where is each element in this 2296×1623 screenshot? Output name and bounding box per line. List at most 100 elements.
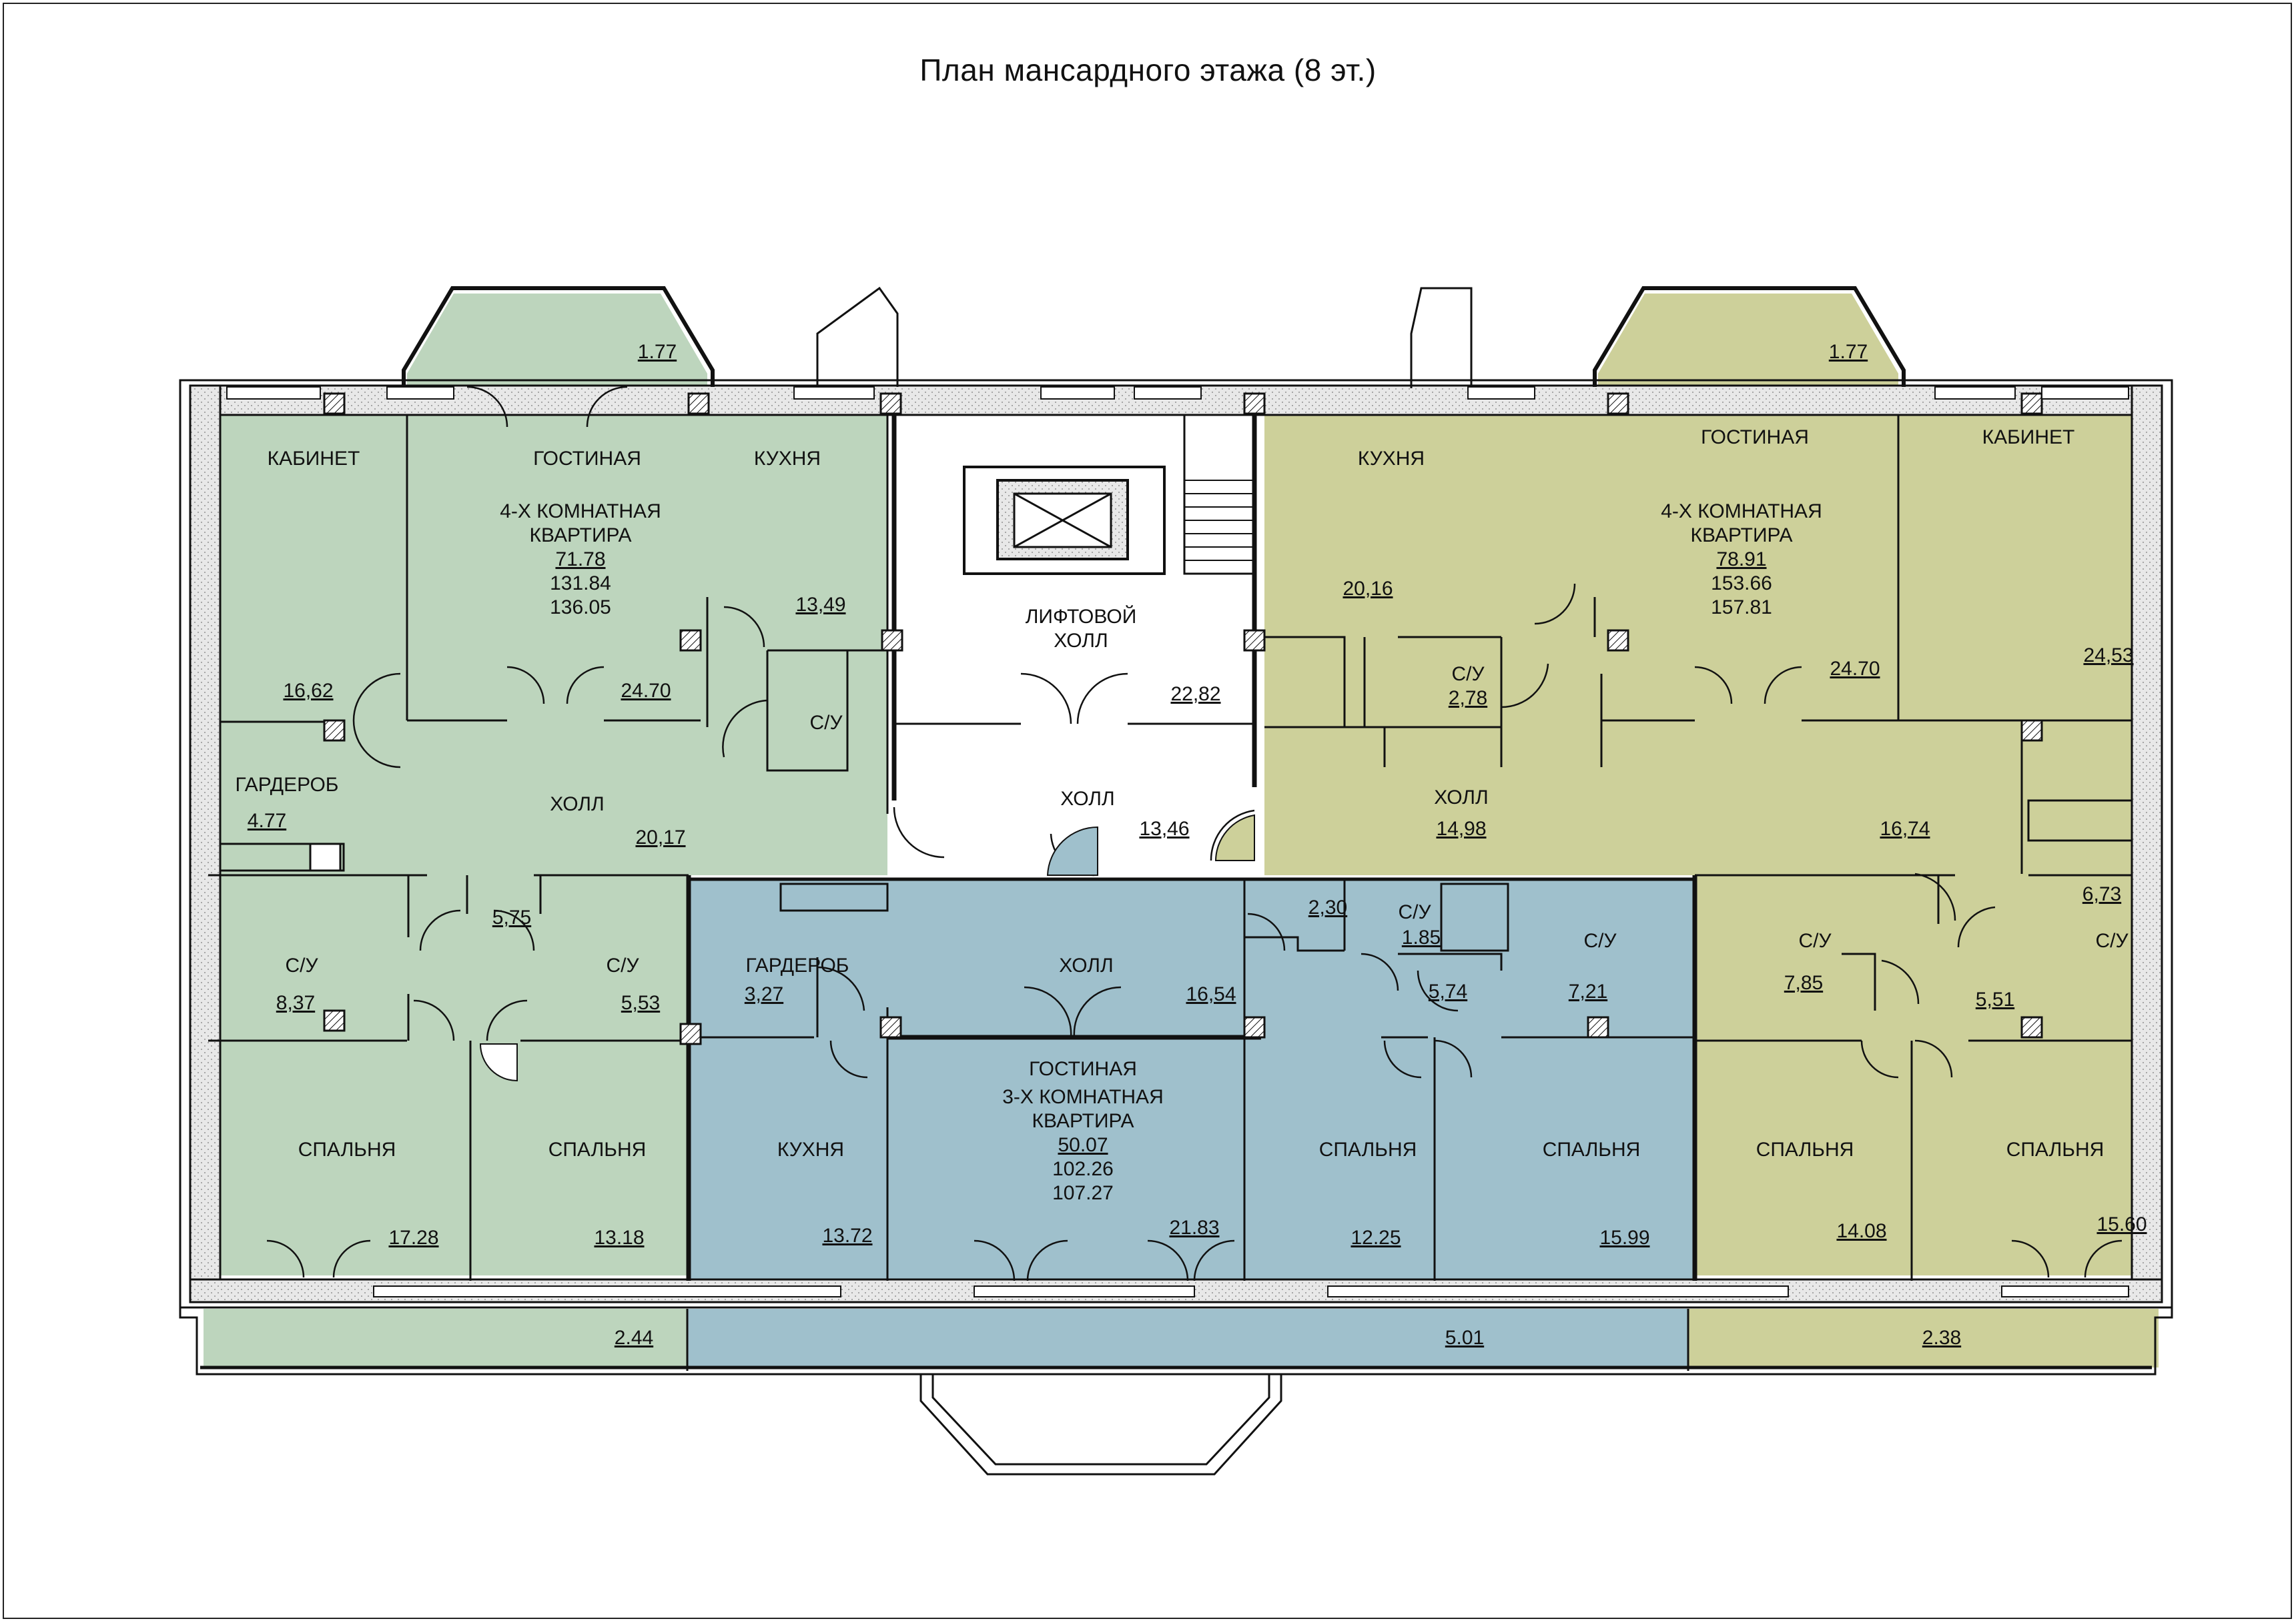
left-bay-window <box>407 294 707 394</box>
left-apartment-fill <box>204 294 887 1368</box>
bottom-living-label: ГОСТИНАЯ <box>1029 1058 1137 1080</box>
right-cabinet-label: КАБИНЕТ <box>1982 426 2075 448</box>
entry-door-swing <box>1046 826 1098 876</box>
right-apt-type-2: КВАРТИРА <box>1690 524 1792 546</box>
right-living-area: 78.91 <box>1716 548 1766 570</box>
bottom-apt-type-2: КВАРТИРА <box>1032 1110 1134 1132</box>
bottom-corridor-area: 5,74 <box>1429 981 1467 1003</box>
bottom-total-area: 102.26 <box>1052 1158 1114 1180</box>
bottom-living-area: 50.07 <box>1058 1134 1108 1156</box>
right-living-label: ГОСТИНАЯ <box>1701 426 1809 448</box>
bay-outlines <box>402 286 1906 1476</box>
right-kitchen-area: 20,16 <box>1343 578 1393 600</box>
left-apartment-labels: КАБИНЕТ ГОСТИНАЯ КУХНЯ 1.77 4-Х КОМНАТНА… <box>236 341 846 1349</box>
bottom-bedroom-b-area: 15.99 <box>1599 1227 1649 1249</box>
left-bath-b-area: 8,37 <box>276 992 315 1014</box>
bottom-kitchen-area: 13.72 <box>822 1225 872 1247</box>
bottom-hall-label: ХОЛЛ <box>1059 955 1113 977</box>
right-bay-area: 1.77 <box>1829 341 1868 363</box>
right-bedroom-a-area: 14.08 <box>1836 1220 1886 1242</box>
right-balcony <box>1688 1309 2159 1368</box>
drawing-frame <box>3 3 2292 1619</box>
right-bath-b-label: С/У <box>1798 930 1832 952</box>
left-bath-b-label: С/У <box>285 955 318 977</box>
left-cabinet-area: 16,62 <box>283 680 333 702</box>
wall-left <box>189 384 222 1301</box>
right-hall-label: ХОЛЛ <box>1434 786 1488 808</box>
right-bath-c-area: 6,73 <box>2082 883 2121 905</box>
right-corridor-area: 5,51 <box>1976 989 2014 1011</box>
right-bedroom-b-area: 15.60 <box>2096 1213 2147 1235</box>
left-living-area: 71.78 <box>555 548 605 570</box>
left-bedroom-a-label: СПАЛЬНЯ <box>298 1139 396 1161</box>
right-cabinet-area: 24,53 <box>2083 644 2133 666</box>
right-apt-type-1: 4-Х КОМНАТНАЯ <box>1661 500 1822 522</box>
common-labels: ЛИФТОВОЙ ХОЛЛ 22,82 ХОЛЛ 13,46 <box>1026 605 1221 840</box>
left-wardrobe-label: ГАРДЕРОБ <box>236 774 339 796</box>
left-living-label: ГОСТИНАЯ <box>533 448 641 470</box>
bottom-balcony-area: 5.01 <box>1445 1327 1484 1349</box>
left-apt-upper <box>220 415 887 875</box>
bottom-bedroom-a-area: 12.25 <box>1351 1227 1401 1249</box>
right-living-area-room: 24.70 <box>1830 658 1880 680</box>
page-title: План мансардного этажа (8 эт.) <box>919 53 1377 87</box>
right-bath-c-label: С/У <box>2095 930 2129 952</box>
right-apt-lower <box>1695 875 2155 1275</box>
bottom-total-area-balcony: 107.27 <box>1052 1182 1114 1204</box>
right-apartment-labels: КУХНЯ ГОСТИНАЯ КАБИНЕТ 1.77 4-Х КОМНАТНА… <box>1343 341 2147 1349</box>
bottom-apt-type-1: 3-Х КОМНАТНАЯ <box>1002 1086 1163 1108</box>
entry-hall-label: ХОЛЛ <box>1060 788 1114 810</box>
left-hall-label: ХОЛЛ <box>550 793 604 815</box>
bottom-wardrobe-label: ГАРДЕРОБ <box>746 955 849 977</box>
bottom-kitchen-label: КУХНЯ <box>777 1139 844 1161</box>
left-bath-a-label: С/У <box>809 712 843 734</box>
left-cabinet-label: КАБИНЕТ <box>268 448 360 470</box>
windows <box>226 386 2129 1297</box>
left-balcony-area: 2.44 <box>615 1327 653 1349</box>
left-kitchen-label: КУХНЯ <box>754 448 821 470</box>
bottom-bath-a-label: С/У <box>1398 901 1431 923</box>
columns <box>323 392 2043 1045</box>
bottom-bedroom-b-label: СПАЛЬНЯ <box>1543 1139 1641 1161</box>
wall-right <box>2131 384 2163 1301</box>
left-door-swing <box>479 1043 518 1082</box>
bottom-balcony <box>687 1309 1688 1368</box>
right-bay-window <box>1598 294 1898 394</box>
bottom-hall-area: 16,54 <box>1186 983 1236 1005</box>
left-balcony <box>204 1309 687 1368</box>
left-bedroom-a-area: 17.28 <box>388 1227 438 1249</box>
right-balcony-area: 2.38 <box>1922 1327 1961 1349</box>
left-bath-c-area: 5,53 <box>621 992 660 1014</box>
right-apartment-fill <box>1264 294 2159 1368</box>
right-hall-b-area: 16,74 <box>1880 818 1930 840</box>
right-hall-area: 14,98 <box>1436 818 1486 840</box>
bottom-bath-b-area: 7,21 <box>1569 981 1607 1003</box>
left-bay-area: 1.77 <box>638 341 677 363</box>
left-corridor-area: 5,75 <box>492 907 531 929</box>
entry-hall-area: 13,46 <box>1139 818 1189 840</box>
bottom-small-a-area: 2,30 <box>1308 897 1347 919</box>
left-bedroom-b-area: 13.18 <box>594 1227 644 1249</box>
left-bedroom-b-label: СПАЛЬНЯ <box>548 1139 647 1161</box>
left-kitchen-area: 13,49 <box>795 594 845 616</box>
left-bath-c-label: С/У <box>606 955 639 977</box>
lift-hall-label-2: ХОЛЛ <box>1054 630 1108 652</box>
right-total-area: 153.66 <box>1711 572 1772 594</box>
bottom-apartment-fill <box>687 879 1695 1368</box>
bottom-living-room-area: 21.83 <box>1169 1217 1219 1239</box>
left-total-area: 131.84 <box>550 572 611 594</box>
right-bedroom-a-label: СПАЛЬНЯ <box>1756 1139 1854 1161</box>
left-total-area-balcony: 136.05 <box>550 596 611 618</box>
left-apt-type-1: 4-Х КОМНАТНАЯ <box>500 500 661 522</box>
left-hall-area: 20,17 <box>635 827 685 849</box>
right-apt-upper <box>1264 415 2152 875</box>
bottom-bedroom-a-label: СПАЛЬНЯ <box>1319 1139 1417 1161</box>
bottom-apt <box>691 879 1695 1282</box>
bottom-wardrobe-area: 3,27 <box>745 983 783 1005</box>
left-apt-type-2: КВАРТИРА <box>529 524 631 546</box>
bottom-bath-b-label: С/У <box>1583 930 1617 952</box>
right-bath-a-label: С/У <box>1451 663 1485 685</box>
doors <box>266 386 2123 1281</box>
right-bedroom-b-label: СПАЛЬНЯ <box>2006 1139 2104 1161</box>
